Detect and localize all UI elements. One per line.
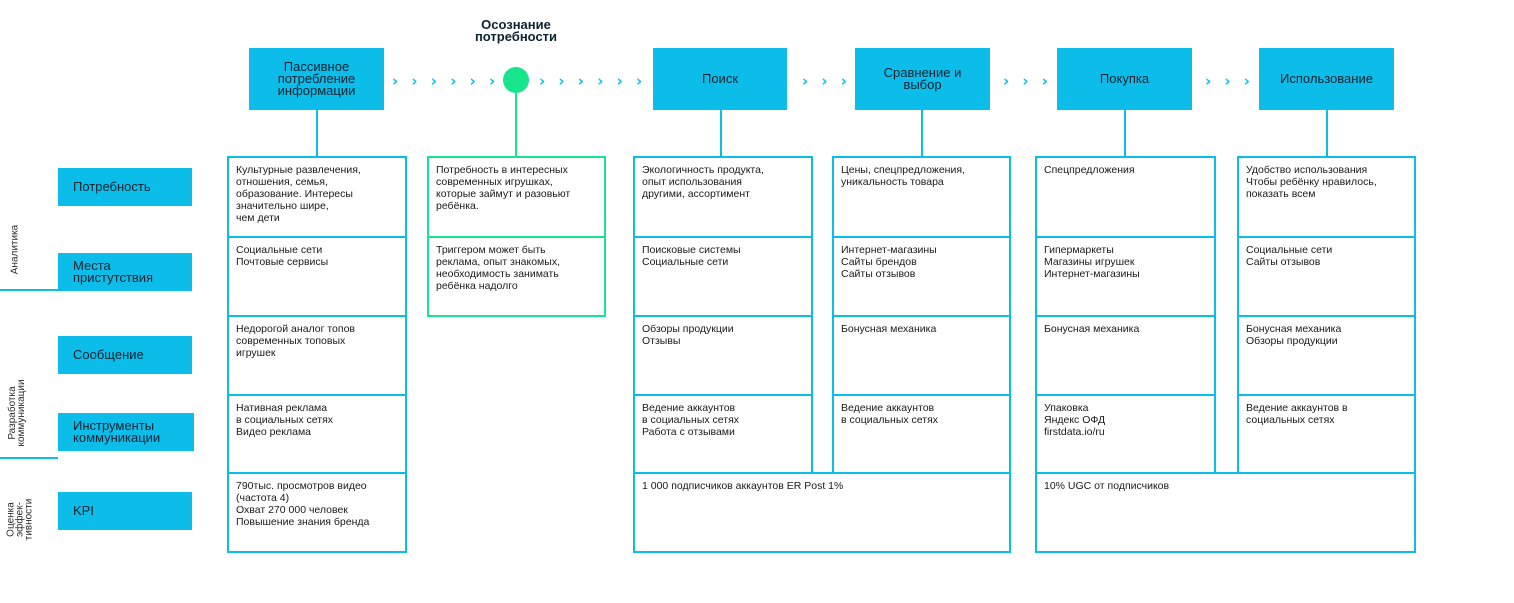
group-separator [0, 289, 58, 291]
stage-connector [921, 110, 923, 157]
stage-label: Пассивное потребление информации [277, 59, 356, 98]
cell-usage-message: Бонусная механика Обзоры продукции [1237, 315, 1416, 396]
cell-awareness-places: Триггером может быть реклама, опыт знако… [427, 236, 606, 317]
stage-connector [1124, 110, 1126, 157]
stage-purchase: Покупка [1057, 48, 1192, 110]
cell-usage-tools: Ведение аккаунтов в социальных сетях [1237, 394, 1416, 474]
cell-search-places: Поисковые системы Социальные сети [633, 236, 813, 317]
flow-arrows: › › › › › › [392, 72, 500, 90]
row-label-message: Сообщение [58, 336, 192, 374]
awareness-milestone-dot [503, 67, 529, 93]
stage-search: Поиск [653, 48, 787, 110]
stage-passive-consumption: Пассивное потребление информации [249, 48, 384, 110]
stage-compare-choose: Сравнение и выбор [855, 48, 990, 110]
cell-purchase-message: Бонусная механика [1035, 315, 1216, 396]
row-label-tools: Инструменты коммуникации [58, 413, 194, 451]
cell-kpi-purchase-usage: 10% UGC от подписчиков [1035, 472, 1416, 553]
flow-arrows: › › › [802, 72, 851, 90]
stage-connector [720, 110, 722, 157]
cell-passive-message: Недорогой аналог топов современных топов… [227, 315, 407, 396]
stage-connector [1326, 110, 1328, 157]
cell-compare-places: Интернет-магазины Сайты брендов Сайты от… [832, 236, 1011, 317]
cell-usage-need: Удобство использования Чтобы ребёнку нра… [1237, 156, 1416, 238]
row-label-need: Потребность [58, 168, 192, 206]
cell-passive-places: Социальные сети Почтовые сервисы [227, 236, 407, 317]
flow-arrows: › › › [1205, 72, 1254, 90]
cell-compare-need: Цены, спецпредложения, уникальность това… [832, 156, 1011, 238]
cell-passive-kpi: 790тыс. просмотров видео (частота 4) Охв… [227, 472, 407, 553]
row-label-places: Места пристутствия [58, 253, 192, 291]
stage-connector [515, 93, 517, 157]
stage-label: Использование [1280, 71, 1373, 86]
stage-usage: Использование [1259, 48, 1394, 110]
cell-usage-places: Социальные сети Сайты отзывов [1237, 236, 1416, 317]
cell-awareness-need: Потребность в интересных современных игр… [427, 156, 606, 238]
group-label-analytics: Аналитика [9, 224, 21, 275]
stage-label: Сравнение и выбор [883, 65, 962, 92]
cell-purchase-tools: Упаковка Яндекс ОФД firstdata.io/ru [1035, 394, 1216, 474]
cell-search-need: Экологичность продукта, опыт использован… [633, 156, 813, 238]
cell-kpi-search-compare: 1 000 подписчиков аккаунтов ER Post 1% [633, 472, 1011, 553]
cell-passive-tools: Нативная реклама в социальных сетях Виде… [227, 394, 407, 474]
cell-compare-tools: Ведение аккаунтов в социальных сетях [832, 394, 1011, 474]
flow-arrows: › › › › › › [539, 72, 647, 90]
cell-purchase-places: Гипермаркеты Магазины игрушек Интернет-м… [1035, 236, 1216, 317]
cell-passive-need: Культурные развлечения, отношения, семья… [227, 156, 407, 238]
stage-awareness-label: Осознание потребности [474, 17, 558, 44]
group-separator [0, 457, 58, 459]
cell-purchase-need: Спецпредложения [1035, 156, 1216, 238]
cell-search-message: Обзоры продукции Отзывы [633, 315, 813, 396]
row-label-kpi: KPI [58, 492, 192, 530]
cell-search-tools: Ведение аккаунтов в социальных сетях Раб… [633, 394, 813, 474]
stage-label: Поиск [701, 71, 739, 86]
cell-compare-message: Бонусная механика [832, 315, 1011, 396]
stage-connector [316, 110, 318, 157]
flow-arrows: › › › [1003, 72, 1052, 90]
group-label-communication: Разработка коммуникации [7, 379, 27, 447]
stage-label: Покупка [1099, 71, 1150, 86]
group-label-efficiency: Оценка эффек- тивности [5, 498, 35, 541]
